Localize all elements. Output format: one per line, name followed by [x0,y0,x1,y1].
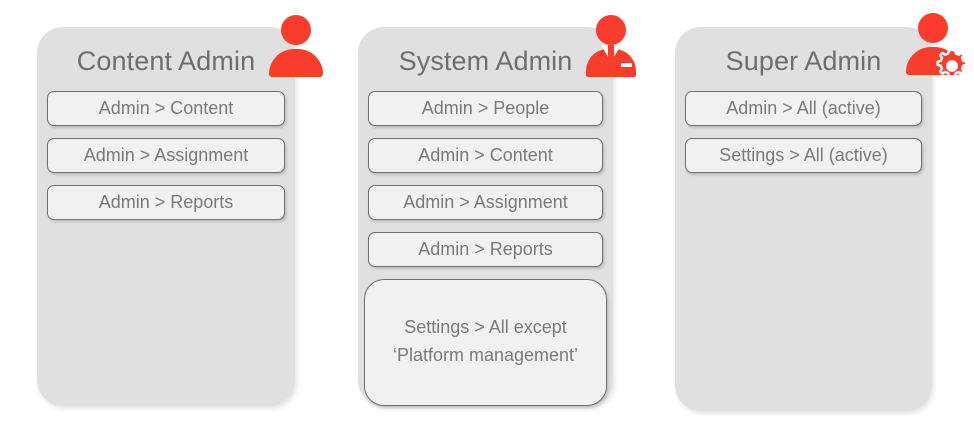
permission-item[interactable]: Admin > Reports [368,232,603,267]
permission-item[interactable]: Admin > Content [368,138,603,173]
role-card-title: System Admin [398,46,573,76]
permission-item-line-2: ‘Platform management’ [392,345,579,365]
permission-item[interactable]: Settings > All (active) [685,138,922,173]
role-card-super-admin[interactable]: Super Admin Admin > All (active) Setting… [675,27,932,411]
person-gear-icon [905,13,968,79]
role-card-system-admin[interactable]: System Admin Admin > People Admin > Cont… [358,27,613,406]
pocket-line [621,63,632,67]
person-neck [608,45,614,55]
permission-item-settings[interactable]: Settings > All except ‘Platform manageme… [364,279,607,406]
permission-item-line-1: Settings > All except [404,317,567,337]
person-icon [268,15,330,81]
gear-icon [936,48,968,78]
permission-list: Admin > People Admin > Content Admin > A… [364,91,607,418]
role-card-title: Content Admin [76,46,256,76]
permission-item[interactable]: Admin > People [368,91,603,126]
role-card-title: Super Admin [725,46,882,76]
permission-list: Admin > All (active) Settings > All (act… [685,91,922,185]
permission-item[interactable]: Admin > Reports [47,185,285,220]
person-head [918,13,948,43]
person-body [269,49,323,77]
permission-item[interactable]: Admin > Assignment [368,185,603,220]
person-head [596,15,626,45]
permission-item[interactable]: Admin > All (active) [685,91,922,126]
role-card-content-admin[interactable]: Content Admin Admin > Content Admin > As… [37,27,295,406]
permission-item[interactable]: Admin > Content [47,91,285,126]
permission-item[interactable]: Admin > Assignment [47,138,285,173]
person-head [281,15,311,45]
business-person-icon [583,15,645,81]
permission-list: Admin > Content Admin > Assignment Admin… [47,91,285,232]
necktie [608,55,614,77]
